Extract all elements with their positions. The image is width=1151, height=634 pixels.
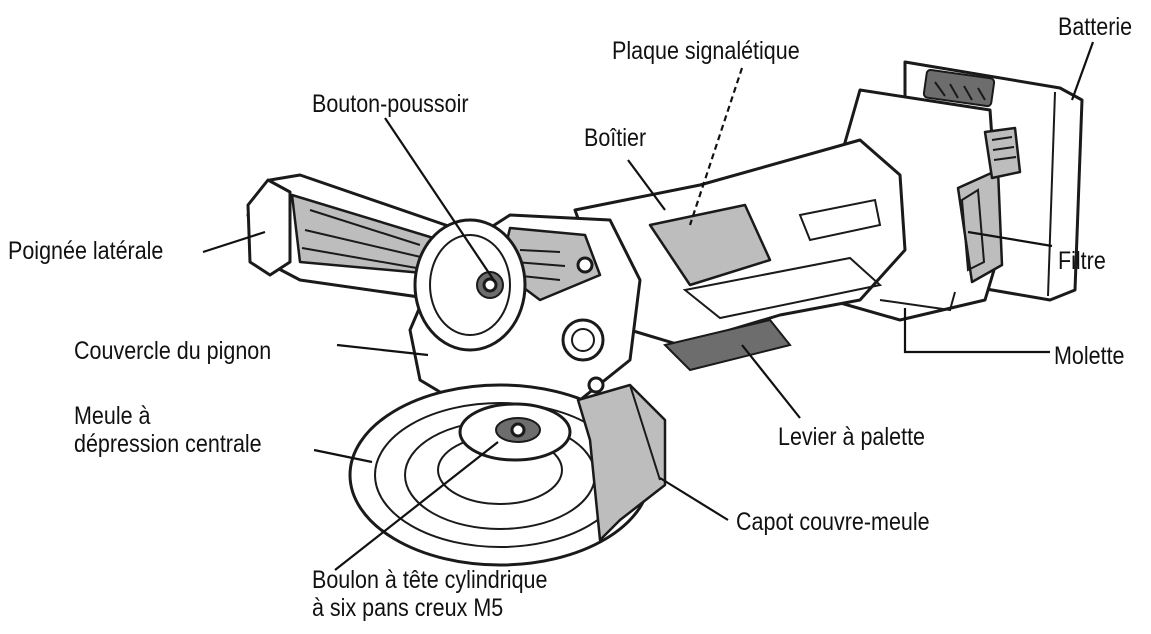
label-capot-couvre-meule: Capot couvre-meule	[736, 508, 930, 536]
label-meule-line2: dépression centrale	[74, 430, 262, 458]
grinding-wheel-drawing	[348, 383, 652, 567]
label-boitier: Boîtier	[584, 124, 647, 152]
label-couvercle-du-pignon: Couvercle du pignon	[74, 337, 272, 365]
label-boulon-line1: Boulon à tête cylindrique	[312, 566, 548, 594]
label-meule: Meule à dépression centrale	[74, 402, 262, 458]
label-boulon: Boulon à tête cylindrique à six pans cre…	[312, 566, 547, 622]
label-bouton-poussoir: Bouton-poussoir	[312, 90, 469, 118]
label-molette: Molette	[1054, 342, 1125, 370]
guard-top-drawing	[413, 218, 527, 352]
main-body-drawing	[573, 138, 907, 372]
side-handle-drawing	[246, 173, 472, 302]
label-meule-line1: Meule à	[74, 402, 151, 430]
wheel-guard-drawing	[576, 383, 667, 542]
label-boulon-line2: à six pans creux M5	[312, 594, 504, 622]
label-levier-a-palette: Levier à palette	[778, 423, 926, 451]
label-plaque-signaletique: Plaque signalétique	[612, 37, 800, 65]
leader-lines	[202, 41, 1095, 571]
label-batterie: Batterie	[1058, 13, 1133, 41]
label-poignee-laterale: Poignée latérale	[8, 237, 164, 265]
label-filtre: Filtre	[1058, 247, 1106, 275]
